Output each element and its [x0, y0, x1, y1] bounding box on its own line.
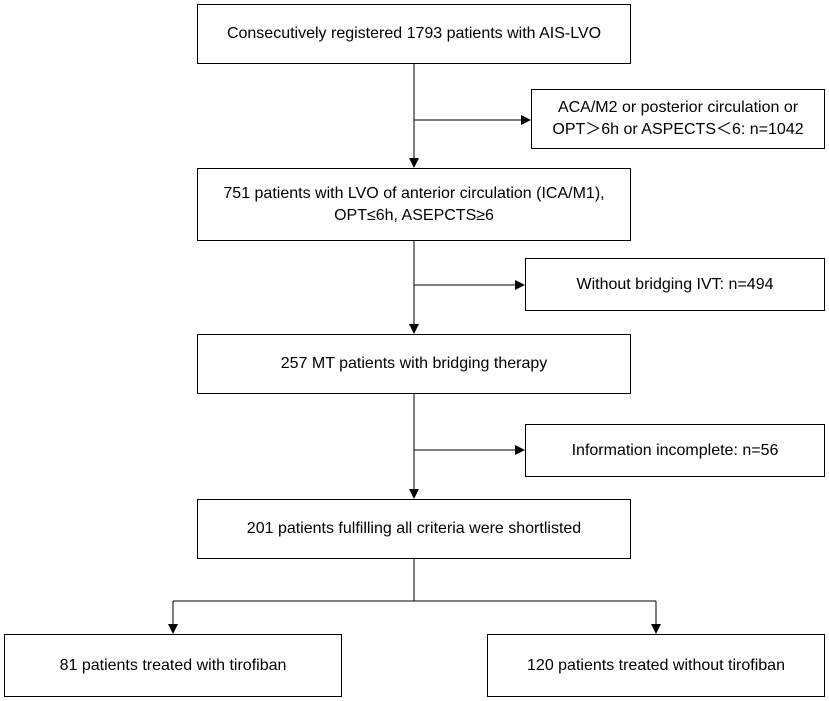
node-without-ivt: Without bridging IVT: n=494	[525, 258, 825, 311]
node-without-ivt-line-1: Without bridging IVT: n=494	[576, 275, 774, 293]
node-excluded-circulation: ACA/M2 or posterior circulation or OPT＞6…	[531, 89, 825, 149]
node-bridging: 257 MT patients with bridging therapy	[197, 334, 631, 394]
node-excluded-circulation-line-1: ACA/M2 or posterior circulation or	[557, 99, 799, 116]
node-tirofiban-line-1: 81 patients treated with tirofiban	[59, 656, 287, 674]
node-anterior-lvo-line-2: OPT≤6h, ASEPCTS≥6	[334, 206, 494, 224]
node-bridging-line-1: 257 MT patients with bridging therapy	[280, 355, 548, 372]
node-shortlisted-line-1: 201 patients fulfilling all criteria wer…	[246, 520, 582, 537]
node-excluded-circulation-line-2: OPT＞6h or ASPECTS＜6: n=1042	[552, 121, 804, 138]
node-registered: Consecutively registered 1793 patients w…	[197, 4, 631, 64]
node-incomplete: Information incomplete: n=56	[525, 424, 825, 477]
node-tirofiban: 81 patients treated with tirofiban	[4, 634, 342, 697]
node-no-tirofiban-line-1: 120 patients treated without tirofiban	[527, 656, 785, 674]
node-registered-line-1: Consecutively registered 1793 patients w…	[226, 25, 602, 42]
node-shortlisted: 201 patients fulfilling all criteria wer…	[197, 499, 631, 559]
node-incomplete-line-1: Information incomplete: n=56	[571, 441, 779, 459]
node-anterior-lvo-line-1: 751 patients with LVO of anterior circul…	[223, 184, 605, 202]
node-anterior-lvo: 751 patients with LVO of anterior circul…	[197, 168, 631, 241]
node-no-tirofiban: 120 patients treated without tirofiban	[487, 634, 825, 697]
